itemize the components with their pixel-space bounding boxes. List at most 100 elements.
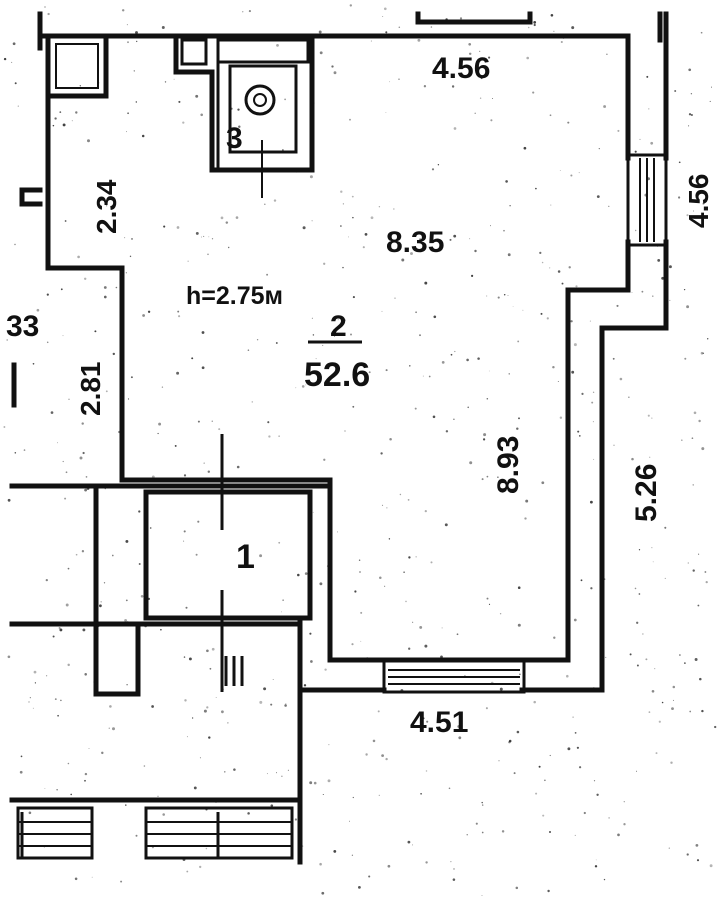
speckle [423,85,427,88]
speckle [612,357,615,360]
speckle [661,276,665,280]
speckle [613,444,615,446]
speckle [109,705,112,708]
speckle [385,369,388,372]
bathroom-number: 3 [226,122,243,155]
speckle [459,17,463,20]
speckle [642,633,644,635]
speckle [546,317,549,320]
speckle [186,736,188,738]
speckle [589,500,593,504]
speckle [112,727,115,731]
speckle [714,725,717,729]
speckle [201,331,205,334]
speckle [19,770,23,774]
speckle [698,553,700,555]
speckle [401,258,405,262]
speckle [524,517,527,520]
paper-speckles [3,4,717,896]
speckle [14,82,17,85]
speckle [419,334,421,337]
speckle [125,804,127,806]
speckle [415,311,417,314]
speckle [441,361,445,364]
speckle [273,199,277,202]
speckle [28,701,30,703]
speckle [135,834,138,837]
speckle [67,762,70,765]
speckle [161,26,165,29]
speckle [553,30,555,32]
speckle [608,205,610,207]
speckle [14,243,16,246]
speckle [410,252,413,256]
toilet-icon [244,84,276,116]
speckle [218,428,221,431]
speckle [701,447,705,451]
speckle [199,757,201,759]
speckle [50,411,54,414]
speckle [115,286,118,289]
speckle [691,437,694,440]
speckle [498,760,500,762]
speckle [412,844,414,846]
speckle [379,576,382,579]
speckle [331,65,334,68]
speckle [52,124,55,127]
bottom-stairs [16,806,294,860]
room-number: 2 [330,310,347,343]
speckle [525,499,529,503]
speckle [468,52,472,56]
speckle [178,100,181,103]
speckle [125,539,129,543]
speckle [501,830,505,833]
speckle [302,226,306,230]
speckle [596,793,599,796]
speckle [631,457,634,461]
speckle [606,53,608,56]
speckle [309,175,313,179]
speckle [519,673,521,676]
speckle [251,401,254,403]
speckle [337,531,338,533]
speckle [64,497,67,500]
speckle [469,238,471,240]
speckle [533,700,536,704]
speckle [696,859,700,862]
speckle [57,442,58,444]
speckle [36,308,40,312]
speckle [163,225,166,228]
speckle [641,290,644,293]
speckle [199,865,202,869]
speckle [684,662,686,664]
speckle [417,38,421,42]
speckle [672,685,676,689]
speckle [272,679,274,681]
stair-number: 1 [236,538,255,576]
speckle [32,362,35,365]
speckle [85,476,88,478]
dimension-left-lower: 2.81 [75,362,106,417]
speckle [448,787,451,790]
speckle [683,288,686,291]
speckle [686,305,690,309]
speckle [497,476,499,479]
speckle [650,141,654,145]
speckle [17,105,19,107]
speckle [481,478,484,481]
speckle [385,31,388,34]
speckle [264,203,266,205]
speckle [319,582,323,586]
speckle [358,570,362,574]
dimension-bottom-width: 4.51 [410,706,468,739]
speckle [398,78,400,81]
speckle [437,164,440,166]
speckle [259,554,263,558]
speckle [467,406,469,409]
speckle [704,571,707,573]
speckle [574,834,576,836]
speckle [699,677,702,681]
speckle [425,770,428,772]
